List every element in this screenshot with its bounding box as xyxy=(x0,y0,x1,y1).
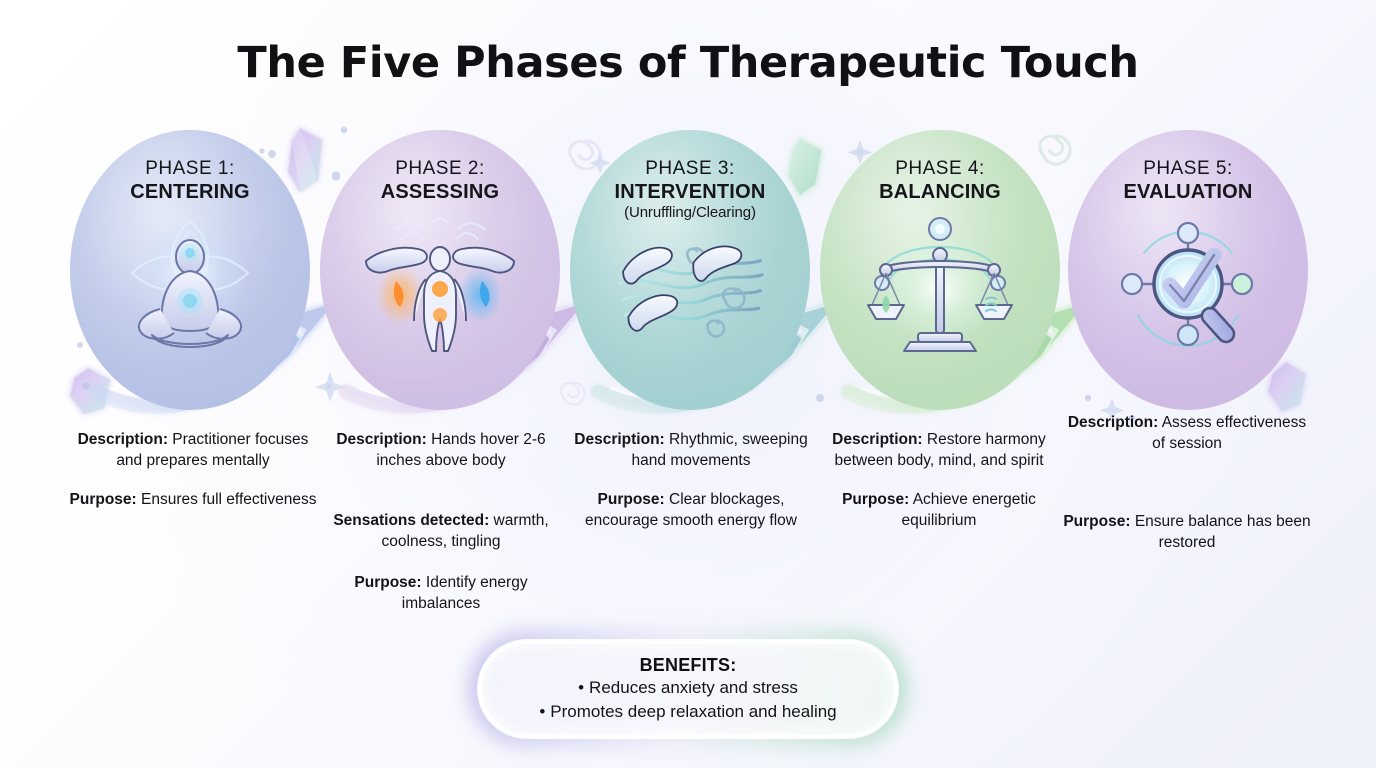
hands-scanning-body-icon xyxy=(365,217,515,353)
phase-1-number: PHASE 1: xyxy=(145,158,235,179)
phase-3-text: Description: Rhythmic, sweeping hand mov… xyxy=(566,430,816,531)
phase-1[interactable]: PHASE 1: CENTERING xyxy=(70,130,310,410)
benefits-box[interactable]: BENEFITS: •Reduces anxiety and stress •P… xyxy=(478,640,898,738)
phase-4-label: PHASE 4: BALANCING xyxy=(879,158,1001,203)
phase-2-circle[interactable]: PHASE 2: ASSESSING xyxy=(320,130,560,410)
phase-5-circle[interactable]: PHASE 5: EVALUATION xyxy=(1068,130,1308,410)
benefits-item-text: Promotes deep relaxation and healing xyxy=(550,701,837,721)
phase-4-purpose-label: Purpose: xyxy=(842,491,910,509)
phase-2-purpose-label: Purpose: xyxy=(354,574,422,592)
phase-4-description-label: Description: xyxy=(832,431,923,448)
phase-2-sensations: Sensations detected: warmth, coolness, t… xyxy=(316,511,566,552)
benefits-heading: BENEFITS: xyxy=(639,654,737,675)
phase-3-description: Description: Rhythmic, sweeping hand mov… xyxy=(566,430,816,471)
phase-5[interactable]: PHASE 5: EVALUATION xyxy=(1068,130,1308,410)
phase-3-subtitle: (Unruffling/Clearing) xyxy=(624,204,756,222)
phase-2-text: Description: Hands hover 2-6 inches abov… xyxy=(316,430,566,615)
phase-1-name: CENTERING xyxy=(130,180,250,203)
phase-4-description: Description: Restore harmony between bod… xyxy=(814,430,1064,471)
phase-1-description: Description: Practitioner focuses and pr… xyxy=(68,430,318,471)
benefits-item-text: Reduces anxiety and stress xyxy=(589,677,798,697)
phase-3-label: PHASE 3: INTERVENTION (Unruffling/Cleari… xyxy=(615,158,766,222)
phase-4-text: Description: Restore harmony between bod… xyxy=(814,430,1064,531)
phase-2-purpose-value: Identify energy imbalances xyxy=(401,574,528,613)
phase-1-circle[interactable]: PHASE 1: CENTERING xyxy=(70,130,310,410)
bullet-icon: • xyxy=(539,701,546,721)
phase-5-description-label: Description: xyxy=(1067,414,1159,431)
phase-2[interactable]: PHASE 2: ASSESSING xyxy=(320,130,560,410)
phase-1-purpose: Purpose: Ensures full effectiveness xyxy=(68,490,318,511)
phase-3-description-label: Description: xyxy=(574,431,665,448)
phase-4-description-value: Restore harmony between body, mind, and … xyxy=(834,431,1046,469)
magnifier-checkmark-icon xyxy=(1120,222,1254,348)
phase-1-purpose-value: Ensures full effectiveness xyxy=(136,491,317,509)
phase-1-purpose-label: Purpose: xyxy=(69,491,137,509)
phase-4-purpose-value: Achieve energetic equilibrium xyxy=(901,491,1036,529)
phase-2-purpose: Purpose: Identify energy imbalances xyxy=(316,573,566,614)
benefits-item: •Reduces anxiety and stress xyxy=(578,677,798,700)
phase-5-description: Description: Assess effectiveness of ses… xyxy=(1062,413,1312,454)
phase-3-description-value: Rhythmic, sweeping hand movements xyxy=(631,431,808,469)
phase-5-number: PHASE 5: xyxy=(1143,158,1233,179)
phase-3-purpose-label: Purpose: xyxy=(597,491,665,509)
phase-1-description-label: Description: xyxy=(77,431,168,448)
phase-1-text: Description: Practitioner focuses and pr… xyxy=(68,430,318,511)
phase-5-purpose-label: Purpose: xyxy=(1063,513,1131,531)
phase-5-purpose: Purpose: Ensure balance has been restore… xyxy=(1062,512,1312,553)
phase-4-number: PHASE 4: xyxy=(895,158,985,179)
phase-4-circle[interactable]: PHASE 4: BALANCING xyxy=(820,130,1060,410)
phase-5-label: PHASE 5: EVALUATION xyxy=(1123,158,1252,203)
bullet-icon: • xyxy=(578,677,585,697)
phase-4[interactable]: PHASE 4: BALANCING xyxy=(820,130,1060,410)
phase-5-purpose-value: Ensure balance has been restored xyxy=(1130,513,1311,551)
phase-4-purpose: Purpose: Achieve energetic equilibrium xyxy=(814,490,1064,531)
phase-3[interactable]: PHASE 3: INTERVENTION (Unruffling/Cleari… xyxy=(570,130,810,410)
phase-3-purpose: Purpose: Clear blockages, encourage smoo… xyxy=(566,490,816,531)
phase-3-name: INTERVENTION xyxy=(614,180,766,203)
phase-2-description-label: Description: xyxy=(336,431,427,448)
page-title: The Five Phases of Therapeutic Touch xyxy=(237,38,1139,88)
meditating-figure-icon xyxy=(130,219,250,349)
phase-5-name: EVALUATION xyxy=(1123,180,1253,203)
phase-2-description: Description: Hands hover 2-6 inches abov… xyxy=(316,430,566,471)
phase-1-label: PHASE 1: CENTERING xyxy=(130,158,250,203)
phase-2-number: PHASE 2: xyxy=(395,158,485,179)
phase-3-number: PHASE 3: xyxy=(645,158,735,179)
phase-1-description-value: Practitioner focuses and prepares mental… xyxy=(116,431,309,469)
phase-2-sensations-value: warmth, coolness, tingling xyxy=(381,512,549,550)
sweeping-hands-waves-icon xyxy=(618,245,764,338)
phase-4-name: BALANCING xyxy=(879,180,1001,203)
phase-3-circle[interactable]: PHASE 3: INTERVENTION (Unruffling/Cleari… xyxy=(570,130,810,410)
benefits-panel[interactable]: BENEFITS: •Reduces anxiety and stress •P… xyxy=(468,630,908,748)
phase-2-name: ASSESSING xyxy=(380,180,500,203)
balance-scales-icon xyxy=(867,217,1013,353)
phase-2-sensations-label: Sensations detected: xyxy=(333,512,490,530)
phase-5-text: Description: Assess effectiveness of ses… xyxy=(1062,413,1312,553)
phase-3-purpose-value: Clear blockages, encourage smooth energy… xyxy=(585,491,797,529)
phase-2-label: PHASE 2: ASSESSING xyxy=(381,158,500,203)
benefits-item: •Promotes deep relaxation and healing xyxy=(539,701,836,724)
phase-2-description-value: Hands hover 2-6 inches above body xyxy=(376,431,546,469)
phase-5-description-value: Assess effectiveness of session xyxy=(1152,414,1307,452)
